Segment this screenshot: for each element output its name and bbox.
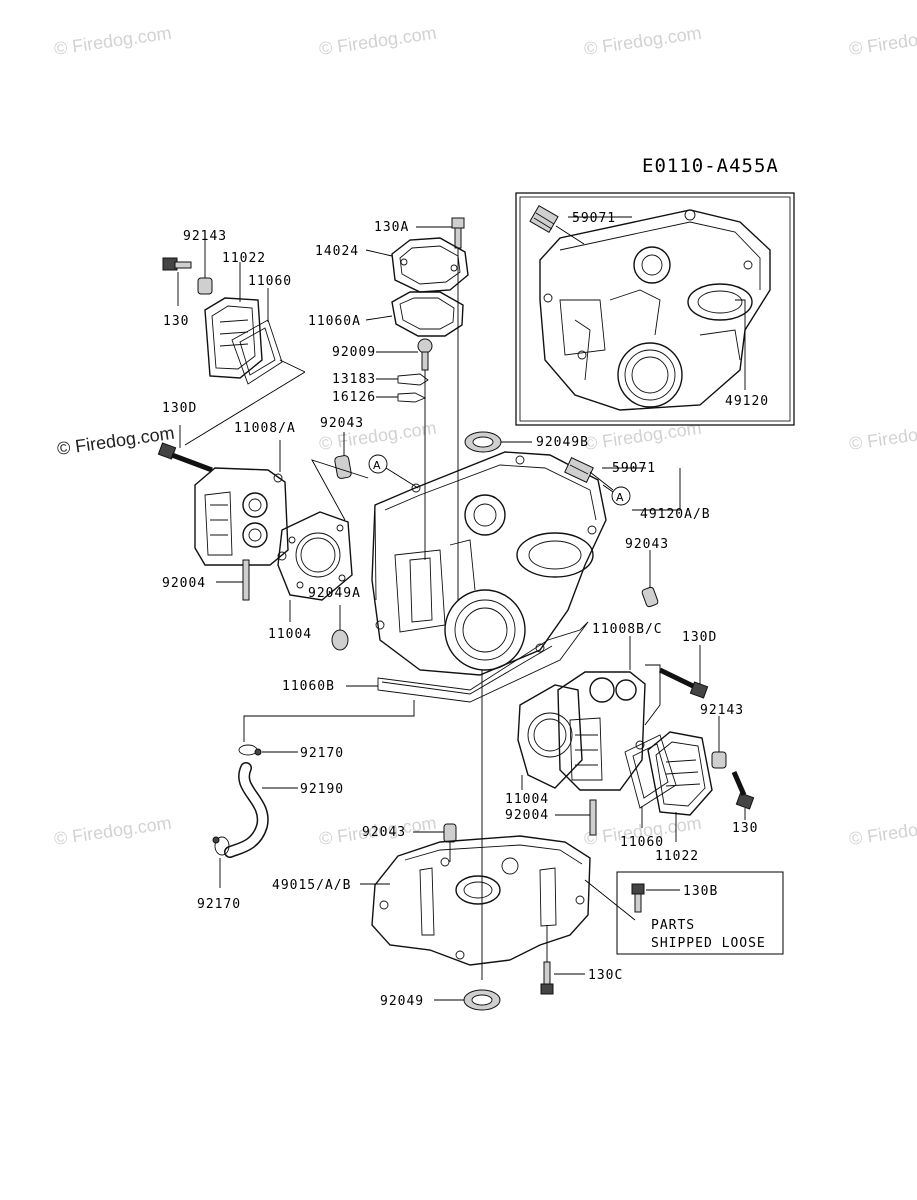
inset-box: 59071 49120 — [515, 192, 795, 426]
label-11008A: 11008/A — [234, 421, 296, 436]
label-11022-right: 11022 — [655, 849, 699, 864]
watermark: © Firedog.com — [53, 23, 173, 59]
oil-pan-49015: 92043 49015/A/B — [272, 823, 636, 966]
label-130B: 130B — [683, 884, 718, 899]
label-130A: 130A — [374, 220, 409, 235]
label-92043-top: 92043 — [320, 416, 364, 431]
right-cylinder-head-group: 11008B/C 11004 92004 130D 11022 — [505, 622, 758, 864]
label-92190: 92190 — [300, 782, 344, 797]
label-130D-left: 130D — [162, 401, 197, 416]
main-crankcase: A A — [368, 451, 631, 980]
watermark: © Firedog.com — [318, 23, 438, 59]
label-14024: 14024 — [315, 244, 359, 259]
loose-box-line2: SHIPPED LOOSE — [651, 936, 766, 951]
watermark-dark: © Firedog.com — [56, 423, 176, 459]
label-92049B: 92049B — [536, 435, 589, 450]
watermark: © Firedog.com — [848, 23, 917, 59]
hose-group: 92170 92190 92170 — [197, 700, 415, 912]
watermark: © Firedog.com — [583, 418, 703, 454]
label-11060-left: 11060 — [248, 274, 292, 289]
crankcase-half-49120 — [539, 209, 771, 411]
left-cylinder-head-group: 92143 130 11022 11060 130D — [157, 229, 369, 651]
watermark: © Firedog.com — [583, 23, 703, 59]
label-49120AB: 49120A/B — [640, 507, 711, 522]
label-13183: 13183 — [332, 372, 376, 387]
bolt-130C: 130C — [540, 925, 623, 995]
label-59071: 59071 — [612, 461, 656, 476]
label-92049A: 92049A — [308, 586, 361, 601]
label-92043-bottom: 92043 — [362, 825, 406, 840]
label-92049: 92049 — [380, 994, 424, 1009]
callout-a-right: A — [616, 491, 624, 504]
label-92170-top: 92170 — [300, 746, 344, 761]
label-130D-right: 130D — [682, 630, 717, 645]
plug-59071-inset — [529, 205, 559, 233]
dowel-92043-right: 92043 — [625, 537, 669, 608]
label-59071-inset: 59071 — [572, 211, 616, 226]
label-16126: 16126 — [332, 390, 376, 405]
label-11060A: 11060A — [308, 314, 361, 329]
label-92170-bottom: 92170 — [197, 897, 241, 912]
watermark: © Firedog.com — [53, 813, 173, 849]
plug-59071: 59071 49120A/B — [564, 457, 711, 522]
gasket-11060B: 11060B — [282, 621, 589, 703]
callout-a-left: A — [373, 459, 381, 472]
parts-shipped-loose-box: 130B PARTS SHIPPED LOOSE — [616, 871, 784, 955]
label-11060B: 11060B — [282, 679, 335, 694]
label-92143-left: 92143 — [183, 229, 227, 244]
label-92143-right: 92143 — [700, 703, 744, 718]
label-92043-right: 92043 — [625, 537, 669, 552]
label-92004-left: 92004 — [162, 576, 206, 591]
label-49015: 49015/A/B — [272, 878, 351, 893]
label-11060-right: 11060 — [620, 835, 664, 850]
diagram-code: E0110-A455A — [642, 155, 779, 177]
label-130-left: 130 — [163, 314, 189, 329]
label-11004-right: 11004 — [505, 792, 549, 807]
label-92009: 92009 — [332, 345, 376, 360]
loose-box-line1: PARTS — [651, 918, 695, 933]
oil-seal-92049B: 92049B — [464, 431, 589, 453]
watermark: © Firedog.com — [848, 418, 917, 454]
label-11022-left: 11022 — [222, 251, 266, 266]
label-49120: 49120 — [725, 394, 769, 409]
top-center-parts: 130A 14024 11060A 92009 13183 16126 — [308, 217, 469, 600]
label-11004-left: 11004 — [268, 627, 312, 642]
label-11008BC: 11008B/C — [592, 622, 663, 637]
oil-seal-92049: 92049 — [380, 989, 501, 1011]
label-130-right: 130 — [732, 821, 758, 836]
watermark: © Firedog.com — [848, 813, 917, 849]
label-130C: 130C — [588, 968, 623, 983]
label-92004-right: 92004 — [505, 808, 549, 823]
